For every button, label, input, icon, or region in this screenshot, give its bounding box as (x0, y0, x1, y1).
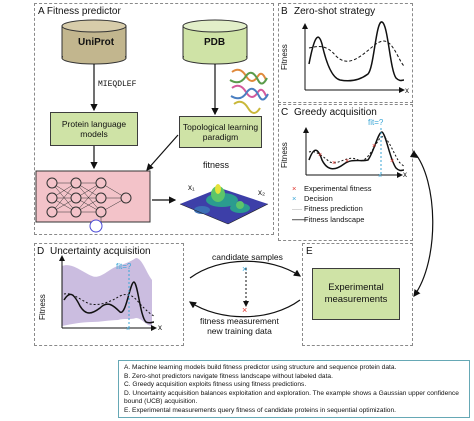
svg-text:×: × (318, 152, 322, 159)
caption-line-c: C. Greedy acquisition exploits fitness u… (124, 381, 307, 389)
svg-text:×: × (372, 143, 376, 150)
panel-b-plot (302, 21, 405, 93)
uncertainty-band (62, 258, 152, 326)
caption-line-a: A. Machine learning models build fitness… (124, 364, 397, 371)
svg-text:×: × (345, 158, 349, 165)
zero-shot-landscape-curve (308, 21, 405, 82)
panel-c-letter: C (281, 107, 289, 118)
cycle-bottom-label: fitness measurement new training data (200, 316, 279, 336)
pdb-label: PDB (204, 37, 226, 48)
panel-b-ylabel: Fitness (280, 44, 289, 70)
svg-text:×: × (242, 305, 247, 315)
panel-d (34, 243, 184, 346)
panel-c-plot: × × × × × × (303, 127, 405, 180)
panel-b-xlabel: x (405, 86, 409, 95)
panel-a (34, 3, 274, 235)
neural-network (35, 170, 151, 233)
arrow-tlp-to-network (146, 134, 179, 171)
panel-d-ylabel: Fitness (38, 294, 47, 320)
panel-c (278, 104, 413, 241)
caption-line-b: B. Zero-shot predictors navigate fitness… (124, 372, 333, 380)
uncertainty-landscape-curve (63, 281, 155, 324)
panel-c-legend: ×Experimental fitness ×Decision ·····Fit… (292, 184, 372, 225)
zero-shot-prediction-curve (308, 40, 405, 67)
tlp-label: Topological learning paradigm (182, 122, 259, 142)
ucb-decision-marker: × (126, 326, 130, 333)
legend-item-decision: ×Decision (292, 194, 333, 203)
greedy-prediction-curve (308, 136, 405, 167)
experimental-measurements-label: Experimental measurements (324, 282, 388, 305)
uncertainty-prediction-curve (63, 293, 155, 317)
pdb-cylinder (182, 19, 248, 65)
experimental-fitness-markers: × × × × × (318, 143, 394, 167)
panel-b (278, 3, 413, 103)
svg-text:×: × (390, 158, 394, 165)
panel-c-ylabel: Fitness (280, 142, 289, 168)
legend-item-landscape: ——Fitness landscape (292, 215, 365, 224)
plm-label: Protein language models (61, 119, 127, 139)
panel-d-title: Uncertainty acquisition (50, 246, 151, 257)
panel-d-plot: × (59, 255, 157, 333)
panel-c-title: Greedy acquisition (294, 107, 377, 118)
uniprot-cylinder (61, 19, 127, 65)
protein-structure-image (229, 68, 269, 114)
panel-b-title: Zero-shot strategy (294, 6, 376, 17)
greedy-decision-marker: × (378, 173, 382, 180)
legend-item-experimental: ×Experimental fitness (292, 184, 372, 193)
landscape-x1-label: x₁ (188, 183, 195, 192)
uniprot-label: UniProt (78, 37, 115, 48)
cycle-arrows: × × (189, 260, 301, 318)
panel-a-title: A Fitness predictor (38, 6, 121, 17)
panel-e (302, 243, 413, 346)
panel-c-query: fit=? (368, 118, 384, 127)
greedy-landscape-curve (308, 131, 405, 172)
protein-language-models-box: Protein language models (50, 112, 138, 146)
arrow-c-to-e (413, 151, 434, 297)
caption-line-d2: bound (UCB) acquisition. (124, 398, 198, 406)
panel-b-letter: B (281, 6, 288, 17)
panel-d-query: fit=? (116, 262, 132, 271)
panel-d-xlabel: x (158, 323, 162, 332)
svg-text:×: × (332, 160, 336, 167)
panel-e-letter: E (306, 246, 313, 257)
figure-caption: A. Machine learning models build fitness… (118, 360, 470, 418)
fitness-landscape-3d (179, 184, 269, 225)
caption-line-e: E. Experimental measurements query fitne… (124, 406, 396, 414)
topological-learning-box: Topological learning paradigm (179, 116, 262, 148)
sequence-label: MIEQDLEF (98, 80, 137, 89)
panel-d-letter: D (37, 246, 45, 257)
cycle-top-label: candidate samples (212, 252, 283, 262)
caption-line-d: D. Uncertainty acquisition balances expl… (124, 389, 459, 397)
svg-text:×: × (242, 264, 247, 274)
panel-c-xlabel: x (403, 170, 407, 179)
landscape-fitness-label: fitness (203, 160, 230, 170)
legend-item-prediction: ·····Fitness prediction (292, 204, 363, 213)
landscape-x2-label: x₂ (258, 188, 266, 197)
experimental-measurements-box: Experimental measurements (312, 268, 400, 320)
